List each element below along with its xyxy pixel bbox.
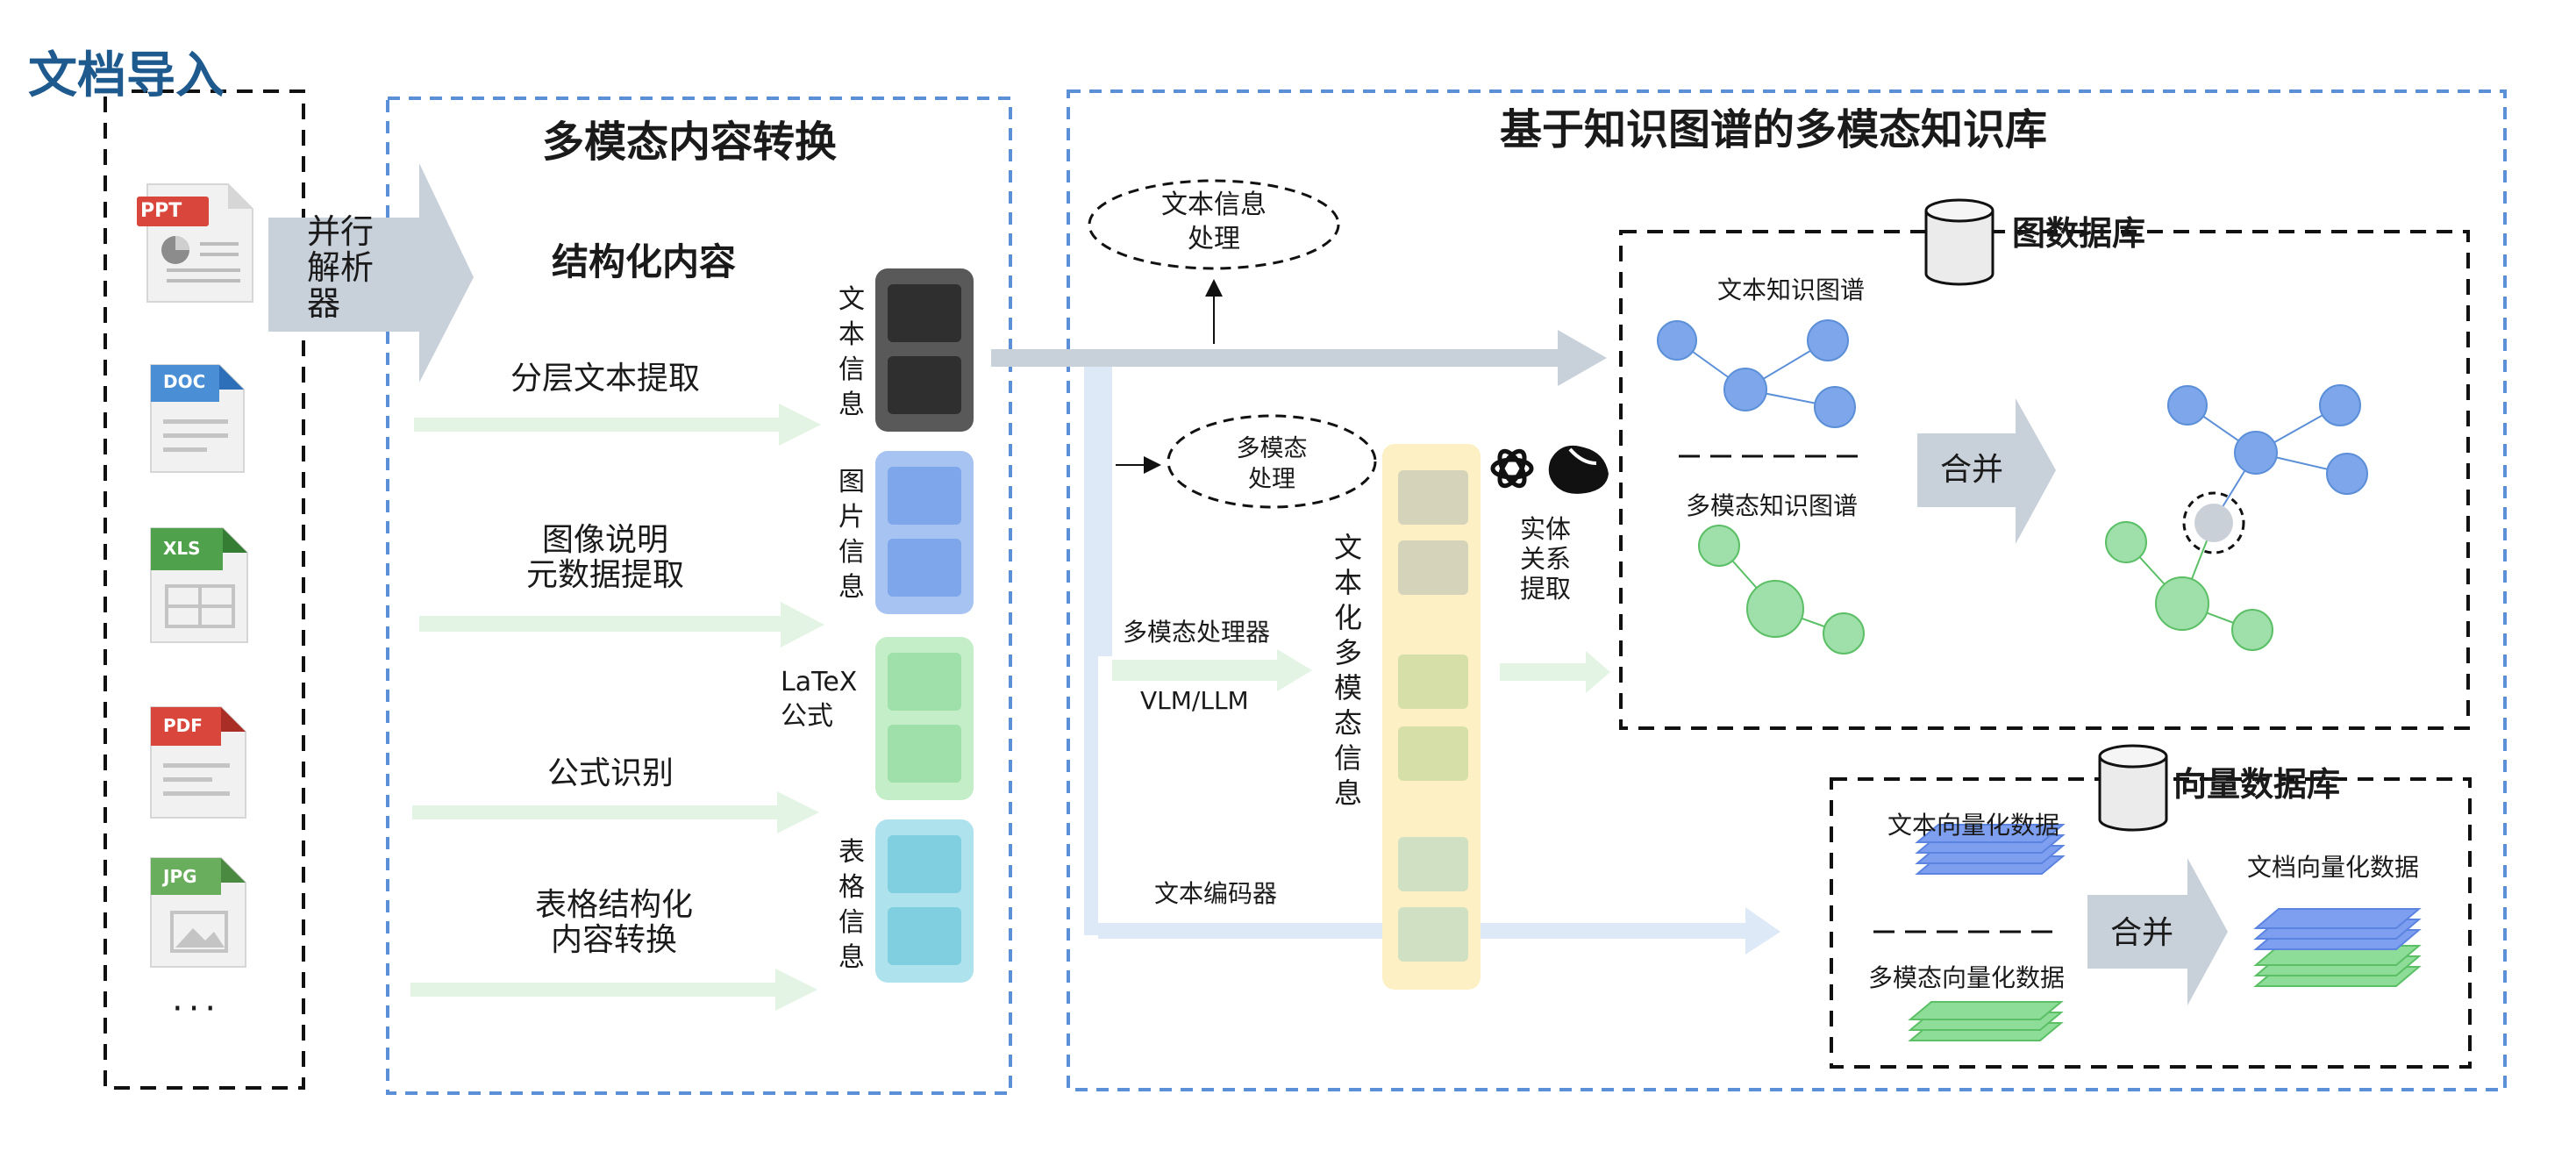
image-info-block (875, 451, 974, 614)
vlm-arrow (1112, 649, 1312, 691)
mm-processor-label: 多模态处理器 (1123, 618, 1271, 647)
type-table-info: 表格信息 (838, 837, 865, 973)
doc-file-icon (150, 364, 245, 473)
step-image-caption: 图像说明 元数据提取 (525, 522, 685, 593)
type-text-info: 文本信息 (838, 284, 865, 420)
pdf-badge: PDF (163, 715, 203, 736)
doc-import-title: 文档导入 (28, 47, 225, 104)
vector-merge-arrow (2087, 858, 2228, 1005)
latex-block (875, 637, 974, 800)
textified-mm-label: 文本化多模态信息 (1333, 531, 1362, 810)
ppt-file-icon (137, 183, 253, 303)
xls-file-icon (150, 527, 248, 643)
text-info-block (875, 268, 974, 432)
mm-process-label: 多模态 处理 (1236, 435, 1308, 494)
vector-merge-label: 合并 (2110, 915, 2174, 951)
openai-logo (1490, 448, 1534, 489)
text-vec-label: 文本向量化数据 (1887, 811, 2060, 840)
merged-knowledge-graph (2105, 384, 2368, 651)
more-files-ellipsis: ··· (172, 989, 222, 1029)
step-arrows (410, 404, 824, 1011)
structured-content-subtitle: 结构化内容 (551, 240, 737, 283)
ppt-badge: PPT (140, 200, 182, 222)
vector-db-cylinder (2098, 744, 2168, 832)
mm-process-ellipse (1167, 414, 1377, 509)
text-vector-stack (1915, 824, 2066, 875)
graph-db-cylinder (1924, 198, 1994, 286)
graph-merge-arrow (1917, 398, 2056, 544)
multimodal-knowledge-graph (1698, 525, 1865, 654)
kb-border (1067, 89, 2507, 1091)
main-flow-arrow (991, 330, 1607, 386)
vector-db-title: 向量数据库 (2173, 765, 2341, 804)
step-formula-recognition: 公式识别 (546, 755, 674, 791)
textified-column (1382, 444, 1481, 990)
pdf-file-icon (150, 706, 246, 819)
graph-db-border (1619, 230, 2470, 730)
jpg-file-icon (150, 857, 246, 968)
table-info-block (875, 819, 974, 983)
text-knowledge-graph (1657, 319, 1856, 428)
graph-db-title: 图数据库 (2012, 214, 2146, 253)
parallel-parser-label: 并行 解析 器 (307, 212, 375, 324)
entity-extraction-label: 实体 关系 提取 (1519, 514, 1572, 604)
deepseek-logo (1548, 445, 1609, 494)
mm-vec-label: 多模态向量化数据 (1868, 963, 2066, 992)
text-encoder-label: 文本编码器 (1154, 879, 1278, 908)
xls-badge: XLS (163, 538, 201, 559)
vlm-llm-label: VLM/LLM (1140, 686, 1249, 715)
step-table-structuring: 表格结构化 内容转换 (534, 887, 694, 958)
kb-title: 基于知识图谱的多模态知识库 (1499, 105, 2048, 154)
to-graph-arrow (1500, 651, 1610, 693)
graph-merge-label: 合并 (1940, 452, 2004, 488)
doc-vec-label: 文档向量化数据 (2247, 853, 2420, 882)
text-info-process-ellipse (1088, 179, 1340, 270)
doc-badge: DOC (163, 371, 206, 392)
parser-arrow (268, 163, 474, 383)
mm-vector-stack (1908, 1001, 2064, 1041)
text-kg-label: 文本知识图谱 (1717, 275, 1866, 304)
conversion-border (386, 97, 1012, 1095)
type-image-info: 图片信息 (838, 467, 865, 603)
mm-kg-label: 多模态知识图谱 (1686, 491, 1859, 520)
step-hierarchical-text: 分层文本提取 (510, 361, 701, 397)
type-latex-formula: LaTeX 公式 (781, 667, 858, 732)
text-info-process-label: 文本信息 处理 (1161, 190, 1267, 254)
jpg-badge: JPG (163, 866, 197, 887)
doc-vector-stack (2253, 908, 2422, 987)
doc-import-border (103, 89, 305, 1090)
conversion-title: 多模态内容转换 (541, 118, 838, 167)
